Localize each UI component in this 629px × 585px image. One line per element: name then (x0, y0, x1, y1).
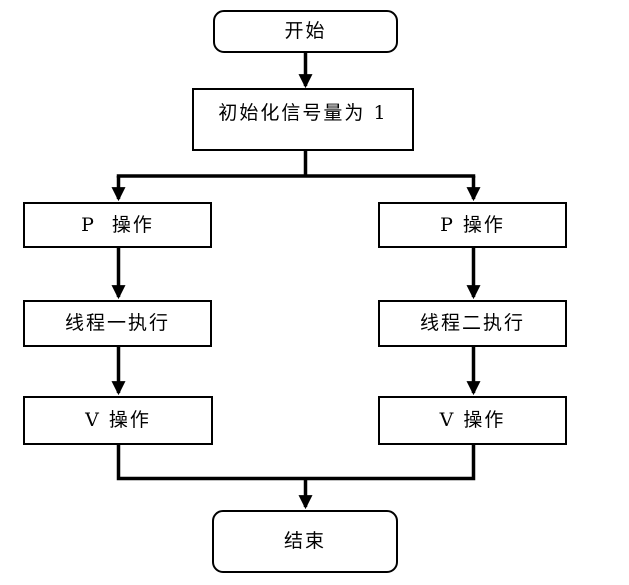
edge-branch-bar (116, 149, 476, 178)
edge-merge-bar (116, 443, 476, 481)
thread-one-execute-node: 线程一执行 (23, 300, 212, 347)
p-operation-right-node: P 操作 (378, 202, 567, 248)
thread-two-execute-node: 线程二执行 (378, 300, 567, 347)
p-operation-left-node: P 操作 (23, 202, 212, 248)
start-node: 开始 (213, 10, 398, 53)
end-node: 结束 (212, 510, 398, 573)
init-semaphore-node: 初始化信号量为 1 (192, 88, 414, 151)
v-operation-left-node: V 操作 (23, 396, 213, 445)
v-operation-right-node: V 操作 (378, 396, 567, 445)
